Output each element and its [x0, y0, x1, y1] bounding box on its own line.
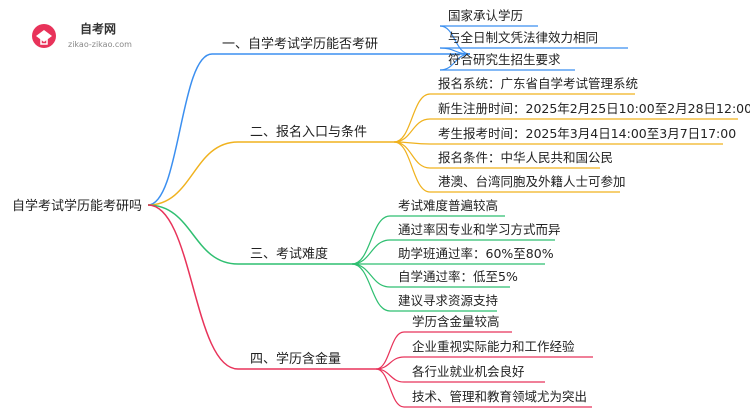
leaf-connector [375, 331, 405, 370]
leaf-topic: 考生报考时间：2025年3月4日14:00至3月7日17:00 [438, 126, 736, 141]
leaf-connector [393, 93, 431, 143]
leaf-topic: 新生注册时间：2025年2月25日10:00至2月28日12:00 [438, 101, 750, 116]
leaf-topic: 国家承认学历 [448, 8, 523, 23]
leaf-topic: 学历含金量较高 [412, 314, 500, 329]
branch-connector [147, 204, 239, 370]
logo-name: 自考网 [80, 21, 116, 36]
leaf-topic: 与全日制文凭法律效力相同 [448, 30, 598, 45]
leaf-connector [351, 215, 391, 265]
leaf-topic: 港澳、台湾同胞及外籍人士可参加 [438, 174, 626, 189]
branch-title: 一、自学考试学历能否考研 [222, 36, 378, 52]
branch-title: 三、考试难度 [250, 246, 328, 262]
leaf-topic: 报名条件：中华人民共和国公民 [438, 150, 613, 165]
branch-connector [147, 141, 239, 206]
logo-cap-icon [36, 30, 52, 42]
leaf-topic: 企业重视实际能力和工作经验 [412, 339, 575, 354]
mindmap-branches: 一、自学考试学历能否考研 国家承认学历与全日制文凭法律效力相同符合研究生招生要求二… [147, 8, 750, 408]
leaf-topic: 报名系统：广东省自学考试管理系统 [438, 76, 638, 91]
branch-title: 二、报名入口与条件 [250, 124, 367, 140]
leaf-topic: 自学通过率：低至5% [398, 269, 518, 284]
leaf-connector [351, 239, 391, 265]
leaf-topic: 通过率因专业和学习方式而异 [398, 222, 561, 237]
leaf-connector [393, 118, 431, 143]
leaf-topic: 建议寻求资源支持 [398, 293, 498, 308]
logo-book-icon [40, 38, 48, 45]
leaf-connector [393, 141, 431, 169]
leaf-topic: 符合研究生招生要求 [448, 52, 561, 67]
leaf-connector [375, 368, 405, 408]
leaf-topic: 助学班通过率：60%至80% [398, 246, 554, 261]
leaf-connector [351, 263, 391, 312]
leaf-topic: 技术、管理和教育领域尤为突出 [412, 389, 587, 404]
site-logo: 自考网 zikao-zikao.com [32, 21, 132, 49]
branch-title: 四、学历含金量 [250, 351, 341, 367]
branch-connector [147, 204, 239, 265]
branch-connector [147, 53, 213, 206]
leaf-topic: 各行业就业机会良好 [412, 364, 525, 379]
leaf-connector [439, 25, 471, 55]
leaf-topic: 考试难度普遍较高 [398, 198, 498, 213]
leaf-connector [393, 141, 431, 193]
leaf-connector [351, 263, 391, 288]
logo-url: zikao-zikao.com [68, 40, 132, 49]
root-topic: 自学考试学历能考研吗 [12, 198, 142, 214]
